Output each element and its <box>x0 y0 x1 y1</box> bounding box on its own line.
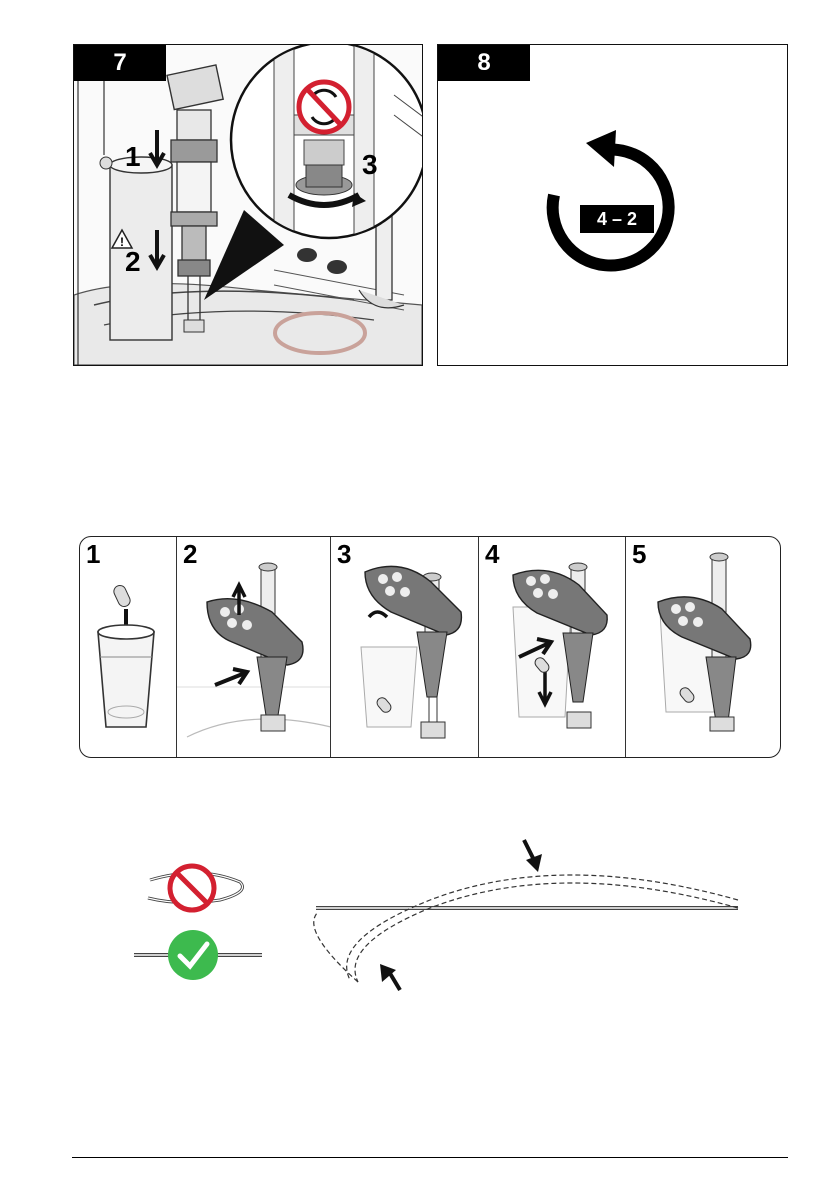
tubing-figure <box>0 830 839 1030</box>
approved-check-icon <box>134 930 262 980</box>
step-8-panel: 8 4 – 2 <box>437 44 788 366</box>
callout-3: 3 <box>362 149 378 181</box>
step-7-badge: 7 <box>74 45 166 81</box>
svg-text:!: ! <box>120 235 124 249</box>
strip-step-4: 4 <box>478 537 626 757</box>
footer-rule <box>72 1157 788 1158</box>
cycle-label: 4 – 2 <box>580 205 654 233</box>
callout-2: 2 <box>125 246 141 278</box>
holder-illustration-2 <box>177 537 331 757</box>
prohibited-icon <box>299 82 349 132</box>
cup-illustration <box>80 537 176 757</box>
procedure-strip: 1 2 3 <box>79 536 781 758</box>
prohibited-icon <box>148 866 243 910</box>
step-7-panel: ! <box>73 44 423 366</box>
strip-step-5: 5 <box>625 537 781 757</box>
strip-step-2: 2 <box>176 537 331 757</box>
up-arrow-icon <box>380 964 400 990</box>
holder-illustration-3 <box>331 537 479 757</box>
holder-illustration-4 <box>479 537 626 757</box>
down-arrow-icon <box>524 840 542 872</box>
callout-1: 1 <box>125 141 141 173</box>
syringe-illustration: ! <box>74 45 422 365</box>
strip-step-3: 3 <box>330 537 479 757</box>
strip-step-1: 1 <box>80 537 176 757</box>
holder-illustration-5 <box>626 537 781 757</box>
